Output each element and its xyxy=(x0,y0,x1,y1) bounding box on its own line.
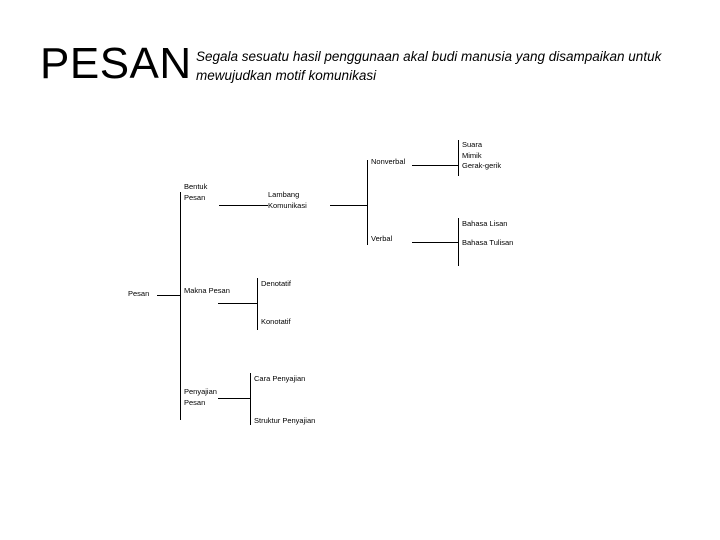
node-bahasa-lisan: Bahasa Lisan xyxy=(462,219,508,228)
node-penyajian-pesan: Penyajian Pesan xyxy=(184,387,217,407)
spine-level1 xyxy=(180,192,181,420)
connector-bentuk-to-lambang xyxy=(219,205,268,206)
node-verbal: Verbal xyxy=(371,234,393,243)
connector-verbal-to-bahasa xyxy=(412,242,458,243)
node-bahasa-tulisan: Bahasa Tulisan xyxy=(462,238,514,247)
node-cara-penyajian: Cara Penyajian xyxy=(254,374,306,383)
node-konotatif: Konotatif xyxy=(261,317,291,326)
slide-subtitle: Segala sesuatu hasil penggunaan akal bud… xyxy=(196,49,662,83)
connector-nonverbal-to-items xyxy=(412,165,458,166)
node-denotatif: Denotatif xyxy=(261,279,292,288)
node-struktur-penyajian: Struktur Penyajian xyxy=(254,416,316,425)
spine-makna-items xyxy=(257,278,258,330)
connector-penyajian-to-items xyxy=(218,398,250,399)
spine-penyajian-items xyxy=(250,373,251,425)
spine-nonverbal-items xyxy=(458,140,459,176)
connector-root-to-spine xyxy=(157,295,181,296)
connector-lambang-to-spine2 xyxy=(330,205,368,206)
node-nonverbal-items: Suara Mimik Gerak-gerik xyxy=(462,140,502,170)
spine-lambang xyxy=(367,160,368,245)
node-pesan: Pesan xyxy=(128,289,150,298)
node-lambang-komunikasi: Lambang Komunikasi xyxy=(268,190,307,210)
title-block: PESAN Segala sesuatu hasil penggunaan ak… xyxy=(0,0,720,120)
node-nonverbal: Nonverbal xyxy=(371,157,406,166)
page-title: PESAN xyxy=(40,39,192,88)
spine-verbal-items xyxy=(458,218,459,266)
node-bentuk-pesan: Bentuk Pesan xyxy=(184,182,208,202)
node-makna-pesan: Makna Pesan xyxy=(184,286,230,295)
connector-makna-to-items xyxy=(218,303,257,304)
